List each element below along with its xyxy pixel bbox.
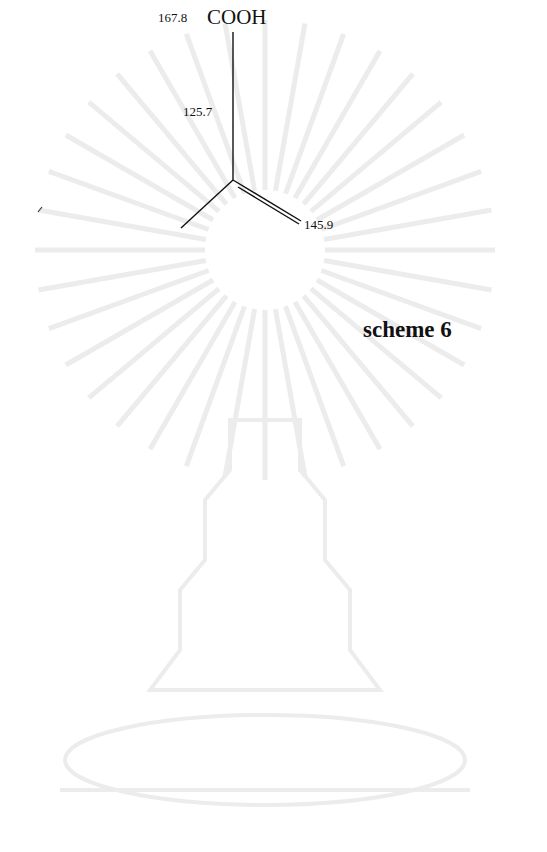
stray-mark: [38, 207, 42, 212]
watermark-ray: [286, 306, 344, 466]
watermark-ray: [321, 171, 481, 229]
watermark-ray: [150, 51, 235, 198]
shift-value: 145.9: [304, 218, 333, 231]
shift-value: 167.8: [158, 11, 187, 24]
watermark-ray: [275, 23, 305, 190]
watermark-ray: [263, 310, 268, 480]
shift-value: 125.7: [183, 105, 212, 118]
bond-lines: [181, 32, 301, 228]
watermark-ray: [66, 280, 213, 365]
watermark-ray: [35, 248, 205, 253]
watermark-ray: [317, 135, 464, 220]
watermark-ray: [225, 309, 255, 476]
watermark-ray: [325, 248, 495, 253]
watermark-ray: [38, 210, 205, 240]
scheme-caption: scheme 6: [363, 318, 452, 341]
watermark-ray: [49, 271, 209, 329]
watermark-ray: [324, 260, 491, 290]
watermark-emblem: [35, 20, 495, 805]
watermark-ray: [324, 210, 491, 240]
watermark-ray: [38, 260, 205, 290]
watermark-ray: [263, 20, 268, 190]
watermark-ray: [275, 309, 305, 476]
group-label: COOH: [207, 7, 267, 28]
watermark-ray: [225, 23, 255, 190]
